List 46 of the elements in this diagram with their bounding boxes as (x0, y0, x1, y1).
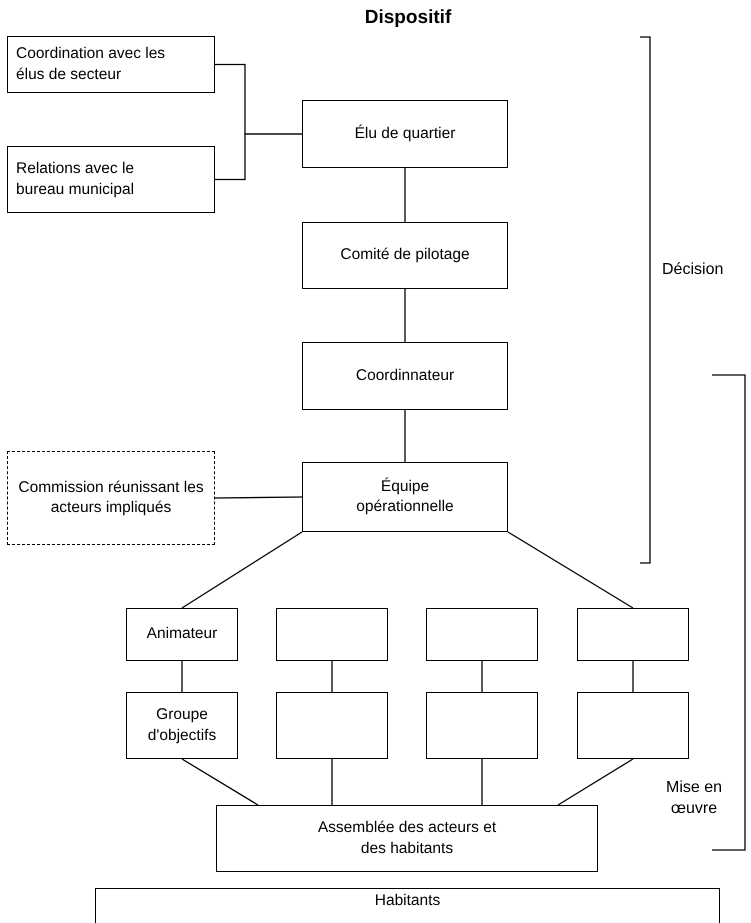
connector-line (182, 531, 302, 609)
connector-line (331, 759, 333, 805)
connector-line (632, 661, 634, 692)
connector-line (481, 661, 483, 692)
node-text: Relations avec le bureau municipal (16, 159, 136, 200)
text-box (7, 146, 215, 213)
connector-line (404, 410, 406, 462)
diagram-title: Dispositif (364, 6, 452, 30)
text-box (216, 805, 598, 872)
connector-line (481, 759, 483, 805)
node-text: Habitants (374, 891, 440, 911)
bracket-label: Décision (662, 260, 724, 280)
node-text: Comité de pilotage (340, 245, 470, 266)
text-box (302, 342, 508, 410)
node-text: Groupe d'objectifs (146, 705, 218, 746)
empty-box (276, 608, 388, 661)
node-text: Animateur (146, 624, 218, 644)
connector-line (508, 531, 634, 609)
text-box (95, 888, 720, 923)
node-text: Élu de quartier (354, 124, 456, 144)
empty-box (577, 608, 689, 661)
text-box (302, 462, 508, 532)
text-box (7, 451, 215, 545)
node-text: Commission réunissant les acteurs impliqués (17, 478, 205, 518)
connector-line (404, 289, 406, 342)
empty-box (426, 608, 538, 661)
empty-box (577, 692, 689, 759)
empty-box (276, 692, 388, 759)
bracket-label: Mise en œuvre (664, 778, 724, 819)
empty-box (426, 692, 538, 759)
connector-line (181, 661, 183, 692)
connector-line (215, 496, 302, 499)
text-box (126, 608, 238, 661)
connector-line (331, 661, 333, 692)
connector-line (215, 133, 302, 180)
text-box (302, 100, 508, 168)
text-box (126, 692, 238, 759)
text-box (302, 222, 508, 289)
connector-line (558, 758, 634, 806)
node-text: Coordinnateur (356, 366, 454, 386)
connector-line (404, 168, 406, 222)
node-text: Équipe opérationnelle (355, 476, 455, 517)
connector-line (182, 758, 258, 806)
text-box (7, 36, 215, 93)
node-text: Assemblée des acteurs et des habitants (316, 818, 498, 858)
node-text: Coordination avec les élus de secteur (16, 44, 166, 84)
